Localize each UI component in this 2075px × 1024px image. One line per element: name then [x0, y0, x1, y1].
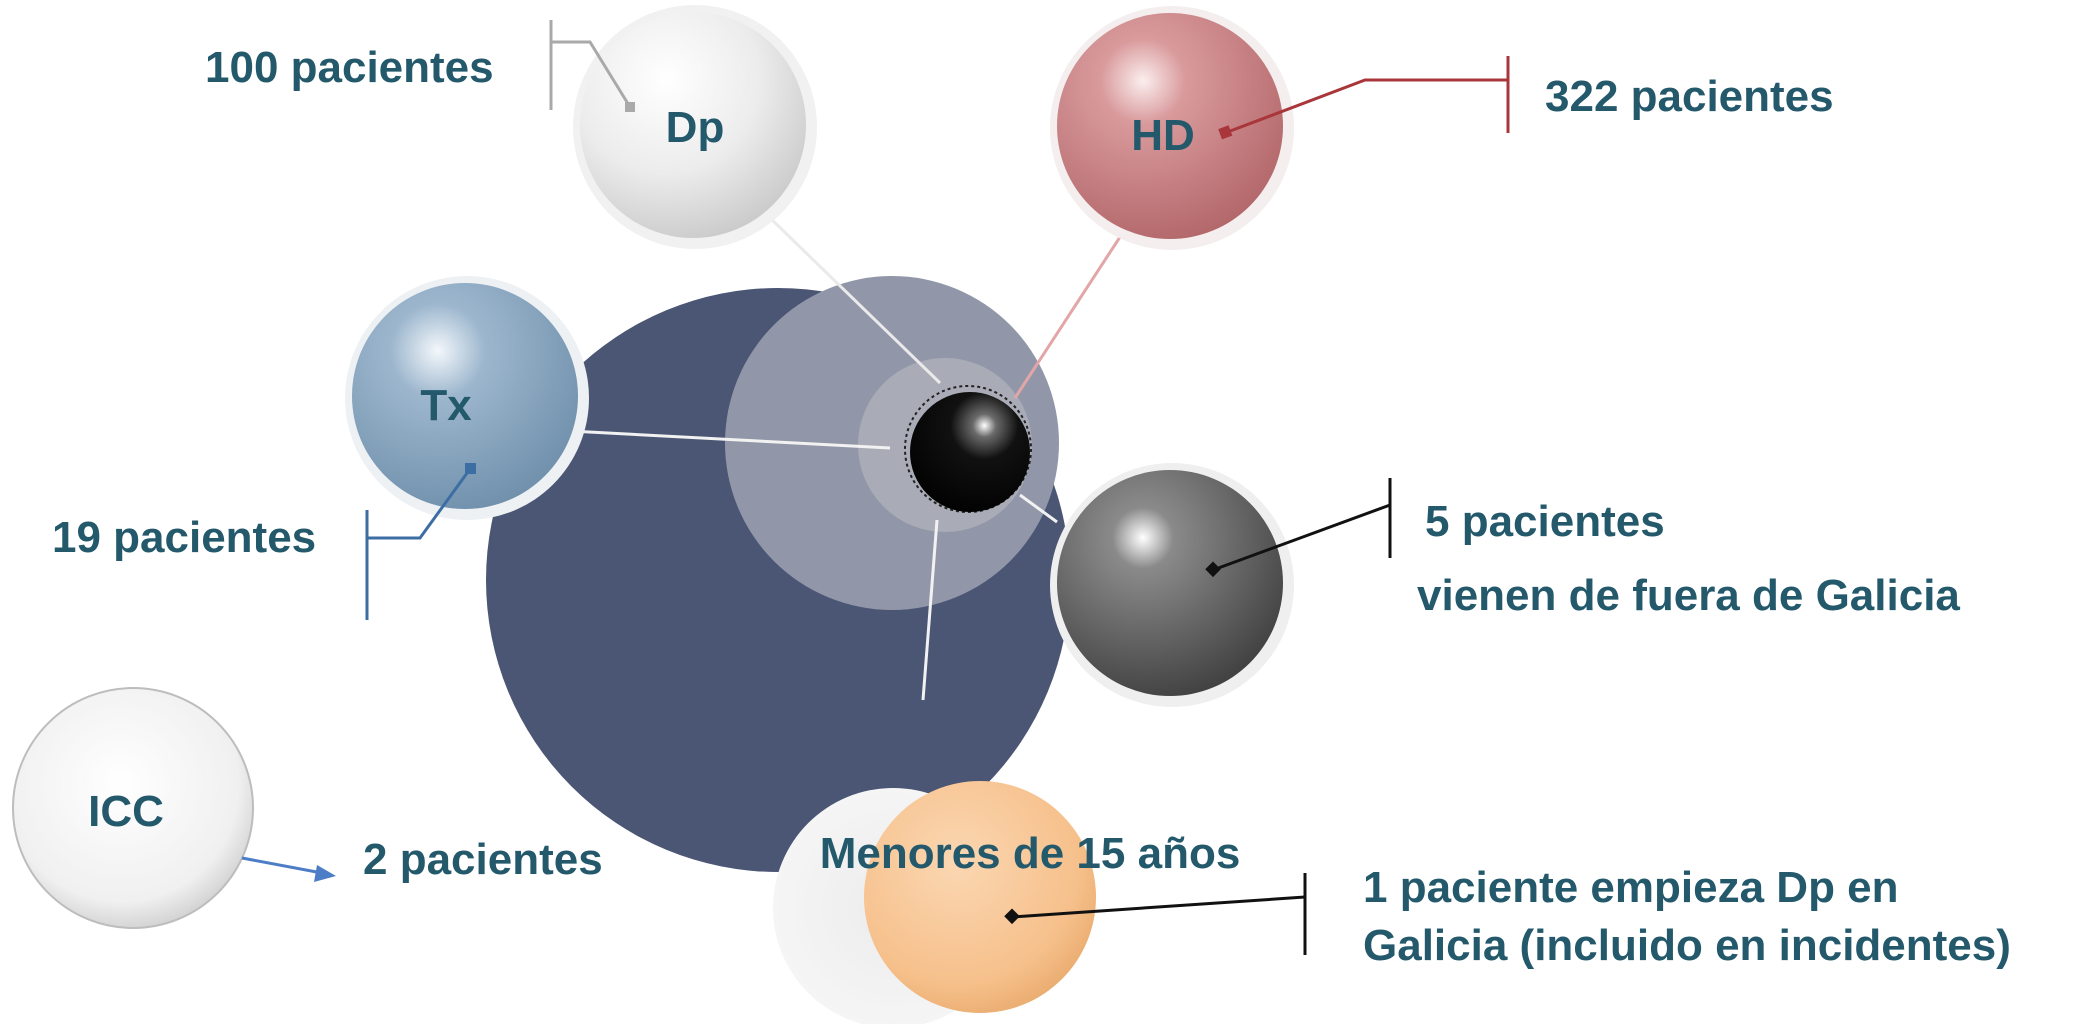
tx-ball-label: Tx: [420, 381, 472, 430]
tx-callout-text: 19 pacientes: [52, 513, 317, 562]
tx-callout-line: [368, 468, 472, 540]
gray-callout-text: vienen de fuera de Galicia: [1417, 571, 1960, 620]
icc-callout-text: 2 pacientes: [363, 835, 603, 884]
icc-ball-label: ICC: [88, 787, 164, 836]
gray-callout-line: [1212, 503, 1391, 572]
tx-ball: [352, 283, 578, 509]
menores-callout-line2: Galicia (incluido en incidentes): [1363, 921, 2011, 970]
gray-callout-count: 5 pacientes: [1425, 497, 1665, 546]
dp-callout-dot: [625, 102, 635, 112]
menores-callout-line1: 1 paciente empieza Dp en: [1363, 863, 1899, 912]
gray-ball: [1057, 470, 1283, 696]
hd-callout-line: [1224, 78, 1508, 135]
center-dashed-ring: [904, 385, 1032, 513]
gray-callout-dot: [1205, 561, 1221, 578]
hd-ball-label: HD: [1131, 111, 1195, 160]
icc-ball: [12, 687, 254, 929]
hd-connector: [1013, 236, 1122, 399]
dp-ball: [580, 12, 806, 238]
tx-callout-dot: [465, 463, 476, 474]
menores-ball: [864, 781, 1096, 1013]
hd-callout-text: 322 pacientes: [1545, 72, 1834, 121]
icc-arrow-head: [314, 865, 336, 882]
dp-callout-text: 100 pacientes: [205, 43, 494, 92]
menores-callout-dot: [1004, 908, 1020, 925]
dp-callout-line: [549, 20, 632, 110]
menores-callout-line: [1011, 895, 1306, 919]
menores-ball-label: Menores de 15 años: [819, 829, 1241, 878]
gray-connector: [1019, 493, 1058, 524]
dp-ball-label: Dp: [665, 103, 725, 152]
hd-ball: [1057, 13, 1283, 239]
tx-connector: [569, 429, 891, 450]
icc-arrow-line: [241, 856, 323, 875]
center-black-ball: [910, 392, 1030, 512]
bottom-connector: [921, 519, 939, 701]
hd-callout-dot: [1218, 125, 1233, 140]
dp-connector: [763, 211, 942, 385]
